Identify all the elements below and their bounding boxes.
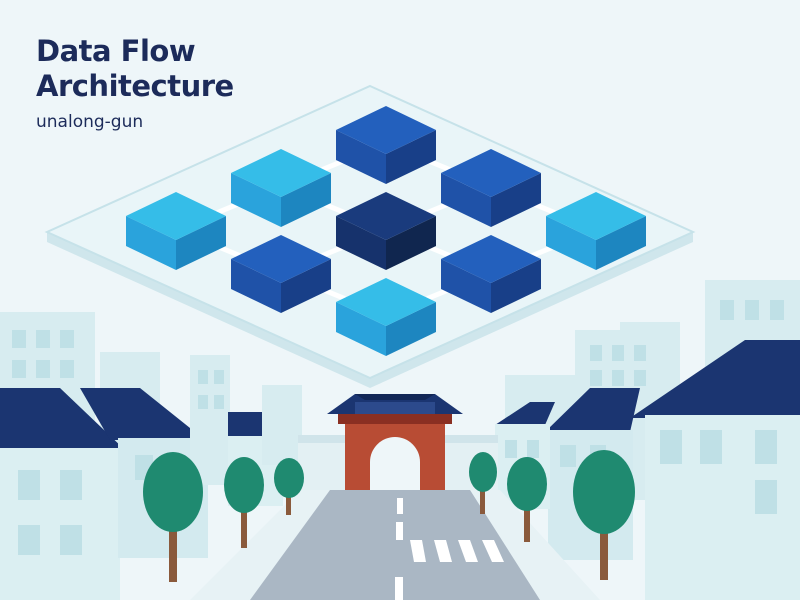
tree-icon <box>224 457 264 548</box>
tree-icon <box>274 458 304 515</box>
road-icon <box>190 490 600 600</box>
house-roof <box>495 402 555 425</box>
house-roof <box>0 388 125 450</box>
lane-mark <box>397 498 403 514</box>
house-roof <box>545 388 640 432</box>
trees <box>143 450 635 582</box>
block-left-face <box>336 302 386 356</box>
crosswalk-stripe <box>458 540 478 562</box>
lane-mark <box>395 577 403 600</box>
block-top-face <box>126 192 226 240</box>
data-block <box>126 192 226 270</box>
crosswalk-stripe <box>482 540 504 562</box>
block-left-face <box>336 216 386 270</box>
data-block <box>231 149 331 227</box>
block-top-face <box>231 149 331 197</box>
block-left-face <box>336 130 386 184</box>
data-block <box>441 235 541 313</box>
tree-icon <box>573 450 635 580</box>
block-left-face <box>231 173 281 227</box>
title-line-2: Architecture <box>36 69 234 103</box>
block-top-face <box>231 235 331 283</box>
block-right-face <box>176 216 226 270</box>
building-icon <box>262 385 302 465</box>
data-block-grid <box>126 106 646 356</box>
data-block <box>546 192 646 270</box>
lane-mark <box>396 522 403 540</box>
block-right-face <box>491 259 541 313</box>
tree-icon <box>469 452 497 514</box>
block-left-face <box>441 259 491 313</box>
block-right-face <box>386 216 436 270</box>
gate-arch <box>370 437 420 494</box>
tree-icon <box>507 457 547 542</box>
block-right-face <box>491 173 541 227</box>
road <box>250 490 540 600</box>
title-block: Data Flow Architecture unalong-gun <box>36 34 234 132</box>
data-block <box>441 149 541 227</box>
block-top-face <box>441 235 541 283</box>
data-block <box>336 278 436 356</box>
block-left-face <box>546 216 596 270</box>
block-top-face <box>336 278 436 326</box>
house-roof <box>80 388 205 440</box>
block-right-face <box>596 216 646 270</box>
block-right-face <box>386 130 436 184</box>
block-left-face <box>126 216 176 270</box>
tree-icon <box>143 452 203 582</box>
subtitle: unalong-gun <box>36 112 144 132</box>
block-top-face <box>441 149 541 197</box>
data-block <box>336 192 436 270</box>
block-right-face <box>386 302 436 356</box>
crosswalk-stripe <box>434 540 452 562</box>
gate-icon <box>298 394 498 494</box>
data-block <box>336 106 436 184</box>
house-roof <box>630 340 800 418</box>
block-right-face <box>281 173 331 227</box>
block-left-face <box>231 259 281 313</box>
block-top-face <box>546 192 646 240</box>
data-block <box>231 235 331 313</box>
block-top-face <box>336 106 436 154</box>
block-right-face <box>281 259 331 313</box>
crosswalk-stripe <box>410 540 426 562</box>
block-top-face <box>336 192 436 240</box>
background-windows <box>12 300 784 386</box>
title-line-1: Data Flow <box>36 34 196 68</box>
block-left-face <box>441 173 491 227</box>
